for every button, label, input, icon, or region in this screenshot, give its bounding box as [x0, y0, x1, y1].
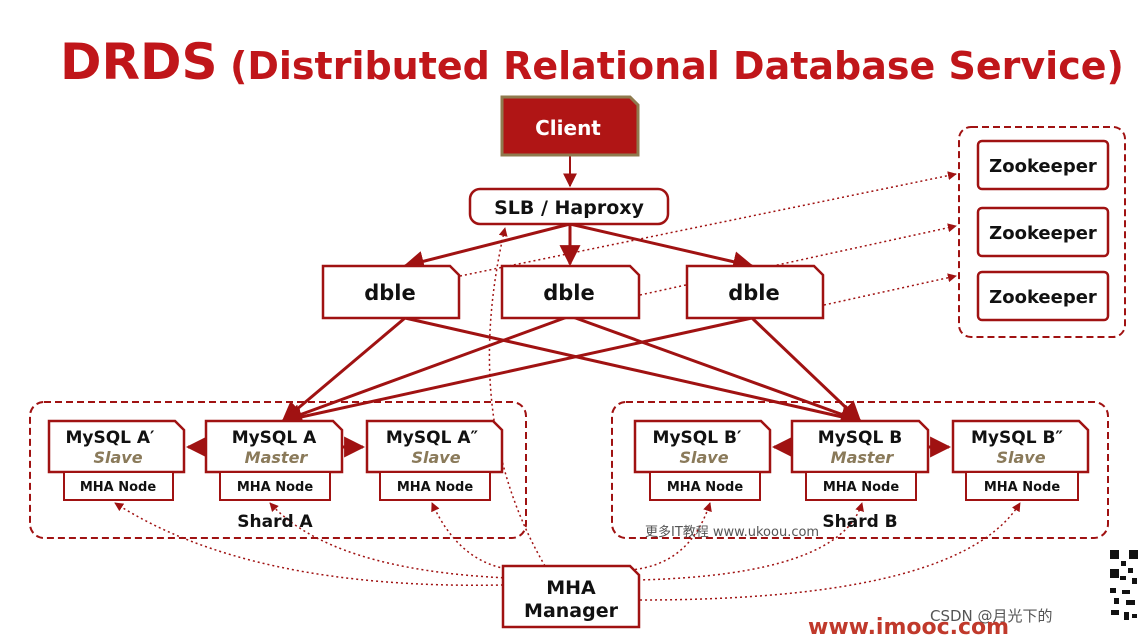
- edge-dble1-masterb: [404, 316, 863, 428]
- mysql-a-prime-name: MySQL A′: [65, 428, 155, 448]
- mysql-b-mha: MHA Node: [823, 480, 900, 495]
- zookeeper-label-1: Zookeeper: [989, 156, 1097, 177]
- zookeeper-node-1[interactable]: Zookeeper: [976, 139, 1110, 191]
- edge-dble2-zk: [639, 223, 957, 296]
- mysql-a-double-prime-node[interactable]: MySQL A″ Slave MHA Node: [365, 419, 504, 501]
- mysql-b-prime-mha: MHA Node: [667, 480, 744, 495]
- zookeeper-node-2[interactable]: Zookeeper: [976, 206, 1110, 258]
- dble-label-1: dble: [364, 281, 416, 305]
- zookeeper-group: [958, 126, 1126, 338]
- edge-dble1-mastera: [281, 316, 406, 423]
- imooc-watermark: www.imooc.com: [808, 615, 1009, 637]
- slb-haproxy-node[interactable]: SLB / Haproxy: [468, 187, 670, 226]
- edge-dble3-zk: [823, 273, 957, 306]
- dble-node-1[interactable]: dble: [321, 264, 461, 320]
- zookeeper-label-3: Zookeeper: [989, 287, 1097, 308]
- mysql-b-prime-role: Slave: [679, 448, 728, 467]
- edge-mha-nodea3: [431, 502, 516, 571]
- mysql-a-double-prime-mha: MHA Node: [397, 480, 474, 495]
- mysql-a-double-prime-role: Slave: [411, 448, 460, 467]
- mysql-b-double-prime-mha: MHA Node: [984, 480, 1061, 495]
- mysql-a-double-prime-name: MySQL A″: [386, 428, 479, 448]
- mysql-a-node[interactable]: MySQL A Master MHA Node: [204, 419, 344, 501]
- edge-dble2-mastera: [281, 314, 571, 425]
- edge-dble3-masterb: [750, 316, 862, 423]
- edge-mha-nodea1: [114, 502, 504, 587]
- edge-dble1-zk: [459, 171, 957, 277]
- mysql-a-prime-mha: MHA Node: [80, 480, 157, 495]
- edge-slb-dble3: [569, 222, 755, 272]
- dble-label-3: dble: [728, 281, 780, 305]
- mysql-b-double-prime-name: MySQL B″: [971, 428, 1063, 448]
- mysql-b-name: MySQL B: [818, 428, 902, 448]
- dble-label-2: dble: [543, 281, 595, 305]
- mha-manager-node[interactable]: MHA Manager: [501, 564, 641, 629]
- edge-mha-nodea2: [269, 502, 509, 579]
- edge-dble3-mastera: [280, 316, 753, 428]
- edge-dble2-masterb: [569, 314, 862, 425]
- mysql-b-node[interactable]: MySQL B Master MHA Node: [790, 419, 930, 501]
- zookeeper-node-3[interactable]: Zookeeper: [976, 270, 1110, 322]
- shard-b-label: Shard B: [822, 512, 897, 532]
- mysql-a-role: Master: [245, 448, 309, 467]
- mysql-a-prime-role: Slave: [93, 448, 142, 467]
- title-subtitle: (Distributed Relational Database Service…: [230, 44, 1124, 88]
- mysql-b-prime-node[interactable]: MySQL B′ Slave MHA Node: [633, 419, 772, 501]
- csdn-watermark: CSDN @月光下的: [930, 607, 1053, 625]
- mysql-a-prime-node[interactable]: MySQL A′ Slave MHA Node: [47, 419, 186, 501]
- mysql-b-double-prime-node[interactable]: MySQL B″ Slave MHA Node: [951, 419, 1090, 501]
- client-label: Client: [535, 116, 601, 140]
- title-main: DRDS: [60, 33, 218, 91]
- dble-node-3[interactable]: dble: [685, 264, 825, 320]
- mysql-b-double-prime-role: Slave: [996, 448, 1045, 467]
- slb-label: SLB / Haproxy: [494, 197, 644, 219]
- shard-a-group: [29, 401, 527, 539]
- mysql-b-prime-name: MySQL B′: [653, 428, 742, 448]
- dble-node-2[interactable]: dble: [500, 264, 641, 320]
- edge-slb-dble1: [402, 222, 571, 272]
- edge-mha-nodeb3: [639, 502, 1021, 601]
- zookeeper-label-2: Zookeeper: [989, 223, 1097, 244]
- mha-manager-line1: MHA: [546, 577, 596, 599]
- mha-manager-line2: Manager: [524, 600, 619, 622]
- mysql-a-name: MySQL A: [232, 428, 317, 448]
- mysql-b-role: Master: [831, 448, 895, 467]
- qr-code-icon: [1108, 548, 1139, 626]
- site-note-watermark: 更多IT教程 www.ukoou.com: [645, 524, 819, 540]
- client-node[interactable]: Client: [500, 95, 640, 157]
- shard-a-label: Shard A: [237, 512, 313, 532]
- mysql-a-mha: MHA Node: [237, 480, 314, 495]
